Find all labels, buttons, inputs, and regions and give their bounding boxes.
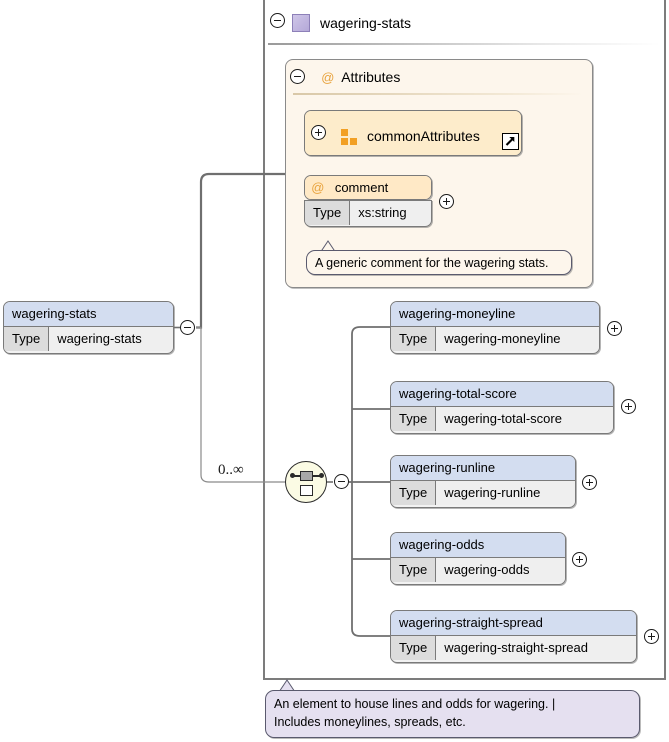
type-label: Type [391,558,437,582]
type-label: Type [391,636,437,660]
attribute-group-icon [341,128,359,145]
element-box-wagering-total-score[interactable]: wagering-total-score Type wagering-total… [390,381,614,434]
element-name: wagering-total-score [391,382,613,407]
element-name: wagering-straight-spread [391,611,636,636]
type-label: Type [391,407,437,431]
attributes-panel [285,59,593,288]
element-box-wagering-odds[interactable]: wagering-odds Type wagering-odds [390,532,566,585]
page-title: wagering-stats [320,15,412,31]
expand-toggle-wagering-moneyline[interactable] [607,321,622,336]
attribute-comment-type-row: Type xs:string [304,200,432,227]
header-divider [268,43,660,45]
element-name: wagering-runline [391,456,575,481]
attribute-comment-header[interactable]: @ comment [304,175,432,200]
type-value: wagering-stats [49,327,173,351]
element-box-wagering-moneyline[interactable]: wagering-moneyline Type wagering-moneyli… [390,301,600,354]
type-value: wagering-odds [436,558,565,582]
root-element-collapse-toggle[interactable] [180,320,195,335]
comment-expand-toggle[interactable] [439,194,454,209]
choice-model-group-icon[interactable] [285,461,327,503]
type-value: wagering-total-score [436,407,613,431]
attributes-collapse-toggle[interactable] [290,69,305,84]
comment-annotation-bubble: A generic comment for the wagering stats… [306,250,572,275]
type-label: Type [4,327,50,351]
type-value: xs:string [350,201,431,225]
type-label: Type [391,327,437,351]
at-symbol-icon: @ [311,180,325,195]
type-label: Type [391,481,437,505]
at-symbol-icon: @ [321,69,335,85]
commonattributes-expand-toggle[interactable] [311,125,326,140]
documentation-line-1: An element to house lines and odds for w… [274,697,556,711]
element-name: wagering-odds [391,533,565,558]
type-value: wagering-moneyline [436,327,599,351]
element-box-wagering-straight-spread[interactable]: wagering-straight-spread Type wagering-s… [390,610,637,663]
root-element-name: wagering-stats [4,302,173,327]
attributes-divider [293,93,583,95]
element-square-icon [292,14,310,32]
cardinality-label: 0..∞ [218,462,244,478]
root-element-box[interactable]: wagering-stats Type wagering-stats [3,301,174,354]
expand-toggle-wagering-odds[interactable] [572,552,587,567]
type-value: wagering-straight-spread [436,636,636,660]
attributes-panel-header: @ Attributes [290,64,590,90]
expand-toggle-wagering-runline[interactable] [582,475,597,490]
external-link-arrow-icon[interactable] [502,133,519,150]
choice-collapse-toggle[interactable] [334,474,349,489]
container-header: wagering-stats [266,4,663,42]
container-collapse-toggle[interactable] [270,13,285,28]
element-box-wagering-runline[interactable]: wagering-runline Type wagering-runline [390,455,576,508]
documentation-tail [277,679,297,691]
annotation-tail [318,240,338,252]
expand-toggle-wagering-total-score[interactable] [621,399,636,414]
type-value: wagering-runline [436,481,575,505]
element-name: wagering-moneyline [391,302,599,327]
documentation-line-2: Includes moneylines, spreads, etc. [274,715,466,729]
attribute-comment-label: comment [334,180,389,195]
comment-annotation-text: A generic comment for the wagering stats… [315,256,549,270]
attribute-group-label: commonAttributes [367,127,480,144]
attributes-title: Attributes [341,69,401,85]
documentation-bubble: An element to house lines and odds for w… [265,690,640,738]
type-label: Type [305,201,351,225]
attribute-group-commonattributes[interactable]: commonAttributes [304,110,522,156]
expand-toggle-wagering-straight-spread[interactable] [644,629,659,644]
